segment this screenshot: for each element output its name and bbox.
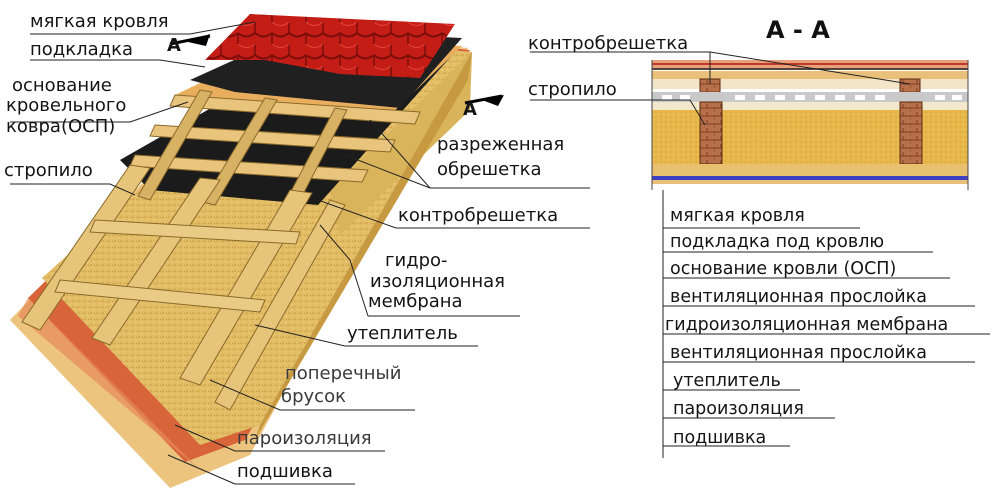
label-membrane-3: мембрана <box>368 291 463 312</box>
label-insulation: утеплитель <box>347 323 458 344</box>
label-osb-line1: основание <box>12 75 112 96</box>
layer-item: вентиляционная прослойка <box>670 287 927 307</box>
section-label-rafter: стропило <box>528 79 617 100</box>
layer-item: подшивка <box>673 428 767 448</box>
section-mark-a2: А <box>463 99 477 120</box>
label-vapor-barrier: пароизоляция <box>237 428 372 449</box>
left-leader-lines <box>10 21 590 485</box>
label-rafter: стропило <box>4 160 93 181</box>
section-view <box>651 60 969 190</box>
shingle-layer <box>205 14 455 78</box>
layer-item: основание кровли (ОСП) <box>670 259 897 279</box>
layer-item: утеплитель <box>673 371 781 391</box>
label-cross-bar-1: поперечный <box>285 363 402 384</box>
layer-item: мягкая кровля <box>670 206 805 226</box>
label-underlay: подкладка <box>30 39 133 60</box>
label-membrane-1: гидро- <box>385 250 448 271</box>
layer-item: подкладка под кровлю <box>670 232 885 252</box>
label-cross-bar-2: брусок <box>281 386 346 407</box>
section-title: А - А <box>766 16 830 44</box>
layer-item: вентиляционная прослойка <box>670 343 927 363</box>
rafters <box>21 164 346 411</box>
label-counter-batten: контробрешетка <box>398 205 559 226</box>
section-leader-lines <box>530 51 990 458</box>
layer-item: гидроизоляционная мембрана <box>665 315 949 335</box>
label-sparse-batten-1: разреженная <box>437 134 565 155</box>
label-soft-roof: мягкая кровля <box>30 11 169 32</box>
label-osb-line2: кровельного <box>6 95 127 116</box>
cross-bars <box>54 219 301 313</box>
isometric-roof <box>10 14 504 488</box>
section-mark-a1: А <box>167 35 181 56</box>
label-membrane-2: изоляционная <box>370 271 505 292</box>
section-label-counter-batten: контробрешетка <box>528 33 689 54</box>
label-sparse-batten-2: обрешетка <box>437 159 542 180</box>
label-osb-line3: ковра(ОСП) <box>6 116 116 137</box>
label-lining: подшивка <box>237 461 333 482</box>
layer-item: пароизоляция <box>673 399 804 419</box>
